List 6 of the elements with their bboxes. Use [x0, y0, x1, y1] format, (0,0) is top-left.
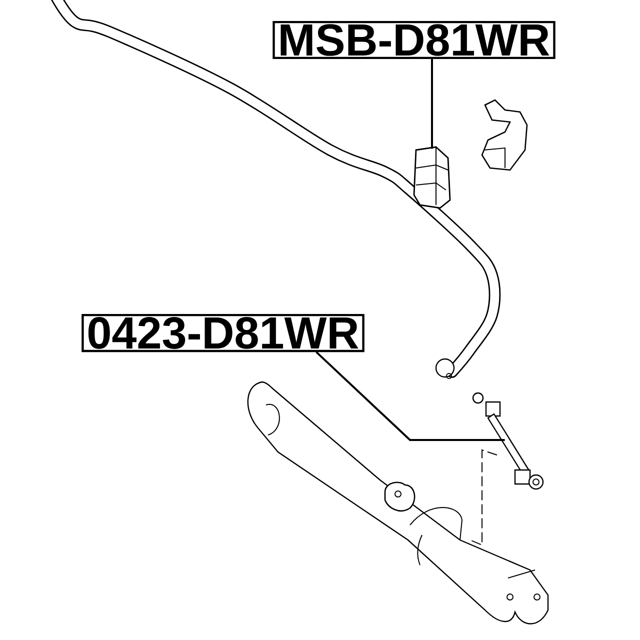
part-number-label: 0423-D81WR [82, 314, 364, 352]
bushing-drawing [413, 146, 451, 209]
stabilizer-link-drawing [472, 392, 544, 490]
part-number-label: MSB-D81WR [272, 20, 556, 60]
leader-line [316, 351, 505, 441]
leader-line [431, 59, 433, 149]
